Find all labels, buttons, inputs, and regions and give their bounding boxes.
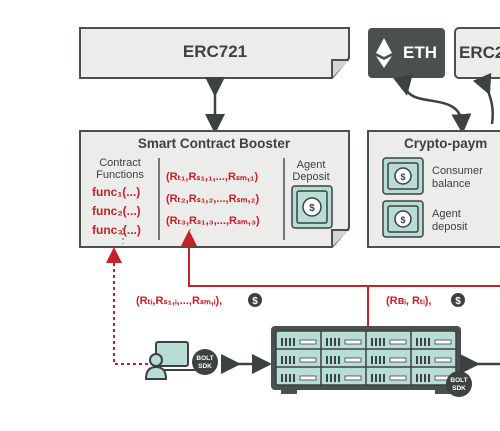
drive-bay [416, 356, 452, 364]
drive-bay [371, 338, 407, 346]
agent-deposit-label-1: Agent [297, 159, 326, 171]
drive-bay [371, 374, 407, 382]
eth-crypto-arrow [393, 74, 472, 134]
drive-bay [326, 356, 362, 364]
right-flow-label: (Rʙᵢ, Rₜᵢ), [386, 295, 432, 307]
func-1: func₁(...) [92, 185, 140, 199]
tuple-2: (Rₜ₂,Rₛ₁,₂,...,Rₛₘ,₂) [166, 193, 259, 205]
functions-header-2: Functions [96, 169, 144, 181]
drive-bay [281, 374, 317, 382]
left-flow-label: (Rₜᵢ,Rₛ₁,ᵢ,...,Rₛₘ,ᵢ), [136, 295, 222, 307]
server-to-booster-arrow [181, 230, 369, 326]
func-2: func₂(...) [92, 204, 141, 218]
consumer-balance-1: Consumer [432, 165, 483, 177]
bolt-sdk-badge-server: BOLT SDK [446, 371, 472, 397]
crypto-title: Crypto-paym [404, 136, 487, 151]
agent-deposit-1: Agent [432, 208, 461, 220]
svg-text:$: $ [252, 296, 258, 307]
tuple-1: (Rₜ₁,Rₛ₁,₁,...,Rₛₘ,₁) [166, 171, 258, 183]
func-3: func₃(...) [92, 223, 141, 237]
drive-bay [371, 356, 407, 364]
ethereum-icon [376, 38, 392, 68]
erc2-crypto-arrow [472, 72, 494, 125]
agent-deposit-label-2: Deposit [292, 171, 329, 183]
consumer-safe-icon: $ [382, 157, 424, 195]
drive-bay [281, 356, 317, 364]
booster-title: Smart Contract Booster [138, 136, 291, 151]
svg-text:SDK: SDK [198, 363, 212, 370]
erc2-label: ERC2 [459, 43, 500, 62]
crypto-box: Crypto-paym $ Consumer balance $ Agent d… [367, 130, 500, 248]
client-user-icon [144, 341, 196, 380]
erc2-box: ERC2 [454, 27, 500, 79]
svg-text:$: $ [455, 296, 461, 307]
drive-bay [326, 374, 362, 382]
eth-label: ETH [403, 43, 437, 62]
svg-text:BOLT: BOLT [196, 355, 213, 362]
functions-header-1: Contract [99, 157, 141, 169]
booster-box: Smart Contract Booster Contract Function… [79, 130, 350, 248]
svg-text:$: $ [309, 203, 315, 214]
agent-deposit-2: deposit [432, 221, 467, 233]
consumer-balance-2: balance [432, 178, 471, 190]
drive-bay [416, 338, 452, 346]
agent-safe-icon: $ [382, 200, 424, 238]
tuple-3: (Rₜ₃,Rₛ₁,₃,...,Rₛₘ,₃) [166, 215, 260, 227]
bolt-sdk-badge-client: BOLT SDK [192, 349, 218, 375]
erc721-box: ERC721 [79, 27, 350, 79]
svg-text:$: $ [400, 172, 405, 182]
right-dollar-icon: $ [451, 293, 465, 307]
client-to-booster-dashed-arrow [106, 247, 148, 365]
erc721-label: ERC721 [183, 42, 247, 61]
svg-text:$: $ [400, 215, 405, 225]
safe-icon: $ [291, 185, 333, 229]
drive-bay [326, 338, 362, 346]
drive-bay [281, 338, 317, 346]
server-rack [271, 326, 461, 394]
left-dollar-icon: $ [248, 293, 262, 307]
svg-text:SDK: SDK [452, 385, 466, 392]
eth-box: ETH [368, 28, 445, 78]
svg-text:BOLT: BOLT [450, 377, 467, 384]
